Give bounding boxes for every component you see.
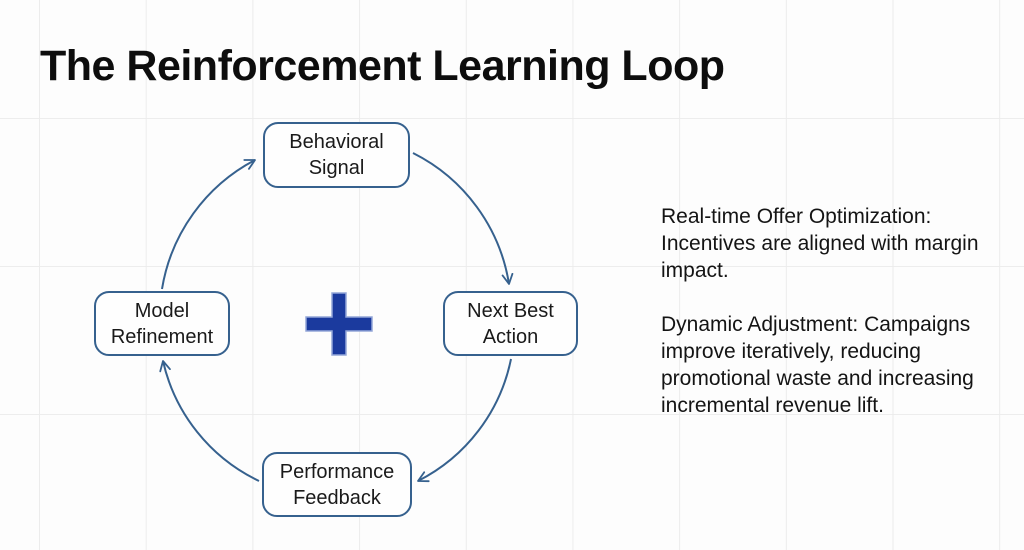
node-performance-feedback-label: Performance Feedback xyxy=(279,460,395,509)
node-model-refinement-label: Model Refinement xyxy=(110,299,214,348)
notes-block: Real-time Offer Optimization: Incentives… xyxy=(661,203,1006,446)
arrow-model-to-behavioral xyxy=(161,159,256,290)
arrow-behavioral-to-next xyxy=(412,152,514,285)
node-behavioral-signal: Behavioral Signal xyxy=(263,122,410,188)
node-model-refinement: Model Refinement xyxy=(94,291,230,356)
node-behavioral-signal-label: Behavioral Signal xyxy=(289,131,384,179)
node-performance-feedback: Performance Feedback xyxy=(262,452,412,517)
arrow-performance-to-model xyxy=(159,360,260,482)
arrow-next-to-performance xyxy=(417,358,512,483)
slide-title: The Reinforcement Learning Loop xyxy=(40,42,725,90)
node-next-best-action-label: Next Best Action xyxy=(467,299,554,348)
plus-icon xyxy=(305,292,373,356)
note-dynamic-adjustment: Dynamic Adjustment: Campaigns improve it… xyxy=(661,313,974,417)
note-realtime-offer-optimization: Real-time Offer Optimization: Incentives… xyxy=(661,205,979,282)
node-next-best-action: Next Best Action xyxy=(443,291,578,356)
